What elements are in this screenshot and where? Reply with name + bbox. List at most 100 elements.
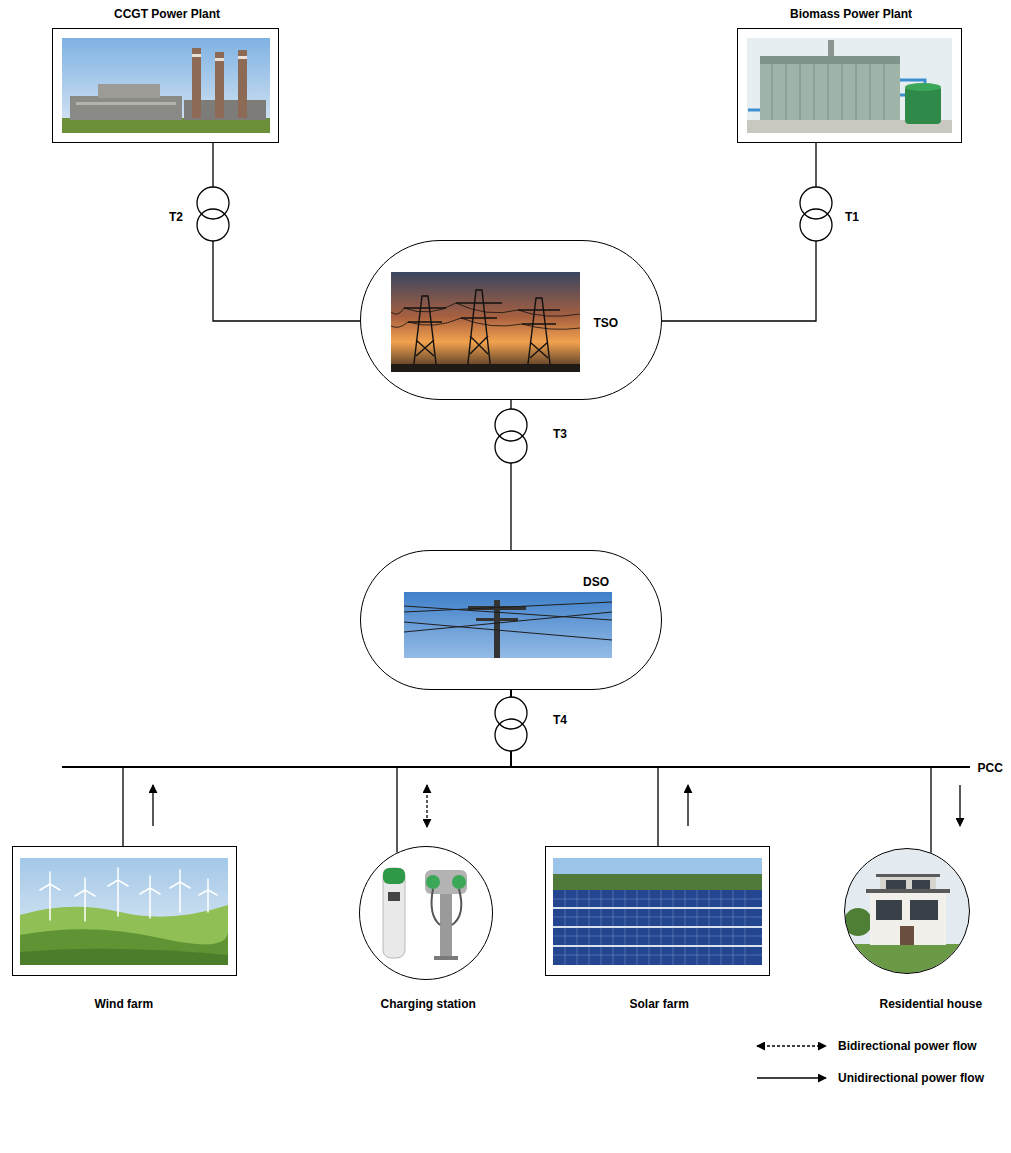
house-picture bbox=[870, 892, 946, 945]
charger-picture bbox=[425, 870, 467, 894]
charger-picture bbox=[383, 868, 405, 958]
flow-arrow bbox=[152, 785, 153, 826]
biomass-picture bbox=[772, 64, 773, 120]
distribution-picture bbox=[404, 602, 612, 612]
generation-box: Solar farm bbox=[545, 846, 770, 976]
charger-picture bbox=[358, 845, 494, 981]
transformer-symbol bbox=[495, 431, 527, 463]
biomass-picture bbox=[800, 64, 801, 120]
charger-picture bbox=[358, 845, 494, 981]
wind-picture bbox=[20, 858, 228, 965]
solar-picture bbox=[553, 955, 762, 956]
power-line bbox=[123, 690, 511, 846]
ccgt-picture bbox=[76, 102, 176, 105]
flow-arrow bbox=[959, 785, 960, 826]
wind-picture bbox=[199, 879, 217, 912]
transformer-symbol bbox=[800, 187, 832, 241]
biomass-picture bbox=[884, 64, 885, 120]
transmission-picture bbox=[456, 290, 502, 372]
operator-node: TSO bbox=[360, 240, 662, 400]
house-picture bbox=[912, 880, 930, 889]
solar-picture bbox=[553, 874, 762, 890]
ccgt-picture bbox=[62, 38, 270, 133]
ccgt-picture bbox=[215, 52, 224, 118]
house-picture bbox=[886, 880, 906, 889]
solar-picture bbox=[553, 858, 762, 876]
biomass-picture bbox=[870, 64, 871, 120]
biomass-picture bbox=[760, 56, 900, 64]
house-picture bbox=[866, 889, 950, 893]
legend-text: Bidirectional power flow bbox=[838, 1039, 977, 1053]
biomass-picture bbox=[814, 64, 815, 120]
distribution-picture bbox=[404, 602, 612, 640]
transmission-picture bbox=[391, 272, 580, 372]
house-picture bbox=[844, 944, 970, 974]
ccgt-picture bbox=[215, 58, 224, 61]
flow-arrow bbox=[687, 785, 688, 826]
transformer-symbol bbox=[197, 209, 229, 241]
ccgt-picture bbox=[192, 48, 201, 118]
power-line bbox=[511, 690, 931, 853]
biomass-picture bbox=[905, 86, 941, 124]
house-picture bbox=[876, 900, 902, 920]
distribution-picture bbox=[404, 606, 612, 620]
house-picture bbox=[910, 900, 938, 920]
node-label: Solar farm bbox=[630, 997, 689, 1011]
flow-arrow bbox=[426, 785, 427, 827]
legend-text: Unidirectional power flow bbox=[838, 1071, 984, 1085]
power-line bbox=[213, 143, 360, 321]
charger-picture bbox=[434, 956, 458, 960]
power-line bbox=[662, 143, 816, 321]
ccgt-picture bbox=[238, 50, 247, 118]
transformer-symbol bbox=[197, 187, 229, 241]
legend-sample bbox=[757, 1077, 826, 1078]
house-picture bbox=[900, 926, 914, 945]
ccgt-picture bbox=[62, 38, 270, 133]
node-label: CCGT Power Plant bbox=[114, 7, 220, 21]
node-label: Wind farm bbox=[95, 997, 154, 1011]
transmission-picture bbox=[391, 290, 580, 372]
biomass-picture bbox=[842, 64, 843, 120]
biomass-picture bbox=[856, 64, 857, 120]
solar-picture bbox=[553, 926, 762, 928]
transmission-picture bbox=[404, 296, 446, 372]
charger-picture bbox=[452, 875, 466, 889]
solar-picture bbox=[553, 907, 762, 909]
solar-picture bbox=[553, 936, 762, 937]
power-line bbox=[511, 690, 658, 846]
power-plant-box: Biomass Power Plant bbox=[737, 28, 962, 143]
ccgt-picture bbox=[238, 56, 247, 59]
legend-sample bbox=[757, 1045, 826, 1046]
solar-picture bbox=[553, 899, 762, 900]
transmission-picture bbox=[391, 272, 580, 372]
transformer-label: T2 bbox=[169, 210, 183, 224]
ccgt-picture bbox=[98, 84, 160, 98]
house-picture bbox=[844, 908, 872, 936]
wind-picture bbox=[20, 905, 228, 965]
node-label: Charging station bbox=[381, 997, 476, 1011]
power-plant-box: CCGT Power Plant bbox=[52, 28, 279, 143]
operator-node: DSO bbox=[360, 550, 662, 690]
biomass-picture bbox=[747, 38, 952, 133]
transformer-symbol bbox=[495, 431, 527, 463]
distribution-picture bbox=[404, 592, 612, 658]
solar-picture bbox=[553, 890, 762, 965]
house-picture bbox=[844, 848, 970, 974]
node-label: Residential house bbox=[880, 997, 983, 1011]
solar-picture bbox=[553, 945, 762, 947]
node-label: TSO bbox=[594, 316, 619, 330]
biomass-picture bbox=[748, 109, 760, 112]
load-circle: Residential house bbox=[844, 848, 970, 974]
house-picture bbox=[876, 874, 940, 877]
charging-circle: Charging station bbox=[359, 846, 493, 980]
transformer-symbol bbox=[495, 697, 527, 751]
wind-picture bbox=[108, 868, 128, 916]
transmission-picture bbox=[391, 318, 580, 329]
transformer-symbol bbox=[495, 719, 527, 751]
transmission-picture bbox=[391, 303, 580, 316]
wind-picture bbox=[140, 876, 160, 918]
